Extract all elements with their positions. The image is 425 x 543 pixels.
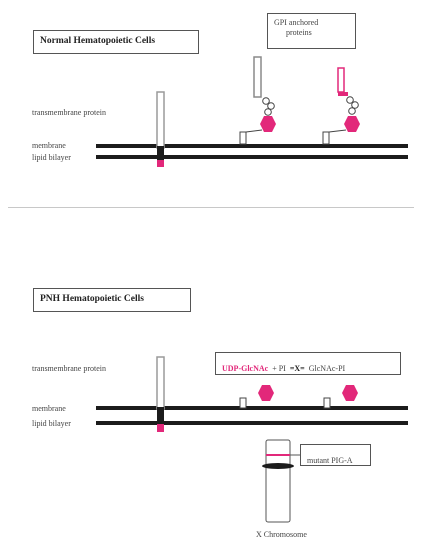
reaction-middle: + PI xyxy=(272,364,286,373)
mutant-label: mutant PIG-A xyxy=(307,456,353,465)
gpi-label-line-1: GPI anchored xyxy=(274,18,349,28)
bottom-transmembrane-protein xyxy=(157,357,164,432)
panel-divider xyxy=(8,207,414,208)
bottom-panel-title-box: PNH Hematopoietic Cells xyxy=(33,288,191,312)
top-transmembrane-label: transmembrane protein xyxy=(32,108,106,117)
chromosome-label: X Chromosome xyxy=(256,530,307,539)
reaction-box: UDP-GlcNAc + PI =X= GlcNAc-PI xyxy=(215,352,401,375)
top-transmembrane-protein xyxy=(157,92,164,167)
bottom-membrane-upper-line xyxy=(96,406,408,410)
gpi-anchored-protein-1 xyxy=(240,57,276,144)
x-chromosome xyxy=(262,440,294,522)
gpi-anchored-protein-2 xyxy=(323,68,360,144)
top-membrane-label: membrane xyxy=(32,141,66,150)
bottom-lipid-label: lipid bilayer xyxy=(32,419,71,428)
top-membrane-upper-line xyxy=(96,144,408,148)
reaction-product: GlcNAc-PI xyxy=(309,364,345,373)
bottom-membrane-label: membrane xyxy=(32,404,66,413)
top-membrane-lower-line xyxy=(96,155,408,159)
top-lipid-label: lipid bilayer xyxy=(32,153,71,162)
bottom-transmembrane-label: transmembrane protein xyxy=(32,364,106,373)
top-panel-title: Normal Hematopoietic Cells xyxy=(34,31,198,51)
mutant-label-box: mutant PIG-A xyxy=(300,444,371,466)
unanchored-protein-1 xyxy=(240,385,274,408)
reaction-substrate: UDP-GlcNAc xyxy=(222,364,268,373)
top-panel-title-box: Normal Hematopoietic Cells xyxy=(33,30,199,54)
reaction-blocked-arrow: =X= xyxy=(290,364,305,373)
bottom-membrane-lower-line xyxy=(96,421,408,425)
bottom-panel-title: PNH Hematopoietic Cells xyxy=(34,289,190,309)
gpi-label-line-2: proteins xyxy=(274,28,349,38)
gpi-label-box: GPI anchored proteins xyxy=(267,13,356,49)
unanchored-protein-2 xyxy=(324,385,358,408)
